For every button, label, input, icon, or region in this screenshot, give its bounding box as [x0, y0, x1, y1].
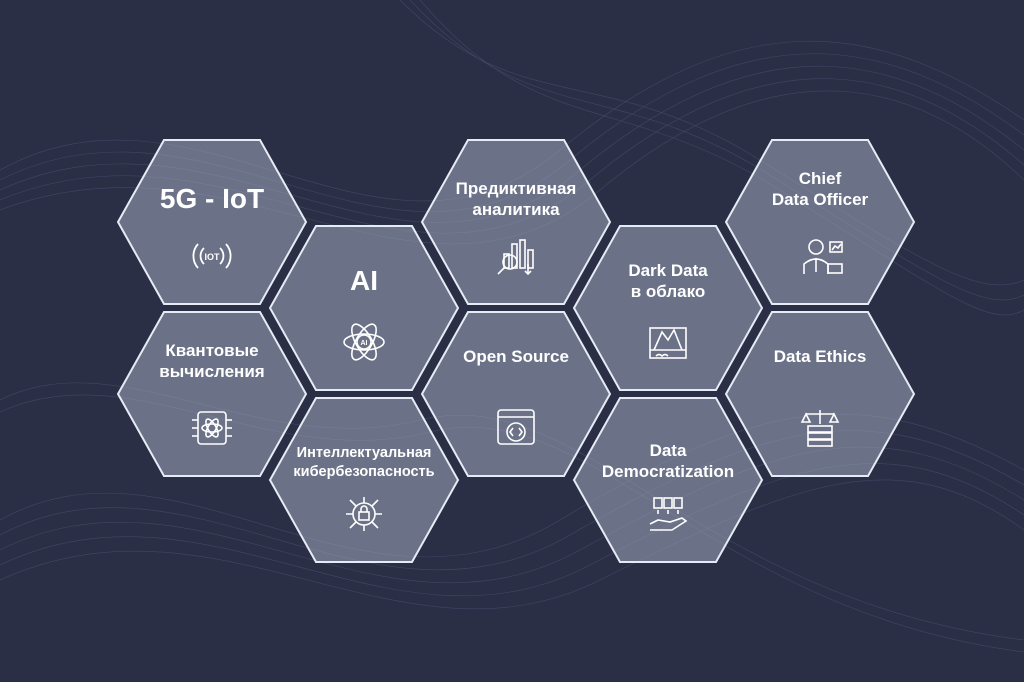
- hex-tile-chief-data-officer: Chief Data Officer: [724, 138, 916, 306]
- hex-tile-cybersecurity: Интеллектуальная кибербезопасность: [268, 396, 460, 564]
- hex-shape: [268, 397, 460, 563]
- hex-shape: [724, 139, 916, 305]
- scales-servers-icon: [796, 408, 844, 448]
- tile-label: Квантовые вычисления: [159, 341, 265, 381]
- officer-person-icon: [796, 236, 844, 276]
- data-sharing-hand-icon: [644, 494, 692, 534]
- hex-shape: [116, 139, 308, 305]
- iot-signal-icon: IOT: [188, 236, 236, 276]
- hex-shape: [420, 139, 612, 305]
- svg-text:IOT: IOT: [205, 252, 221, 262]
- hex-tile-dark-data: Dark Data в облако: [572, 224, 764, 392]
- code-window-icon: [492, 408, 540, 448]
- hex-shape: [420, 311, 612, 477]
- hex-tile-data-ethics: Data Ethics: [724, 310, 916, 478]
- tile-label: Dark Data в облако: [628, 261, 708, 301]
- hex-shape: [572, 397, 764, 563]
- analytics-chart-icon: [492, 236, 540, 276]
- tile-label: Предиктивная аналитика: [455, 179, 577, 219]
- lock-circuit-icon: [340, 494, 388, 534]
- hex-shape: [268, 225, 460, 391]
- tile-label: AI: [350, 265, 378, 296]
- tile-label: Data Ethics: [773, 347, 867, 366]
- quantum-chip-icon: [188, 408, 236, 448]
- tile-label: Data Democratization: [601, 441, 735, 481]
- ai-atom-icon: AI: [340, 322, 388, 362]
- hex-tile-ai: AI AI: [268, 224, 460, 392]
- tile-label: Open Source: [463, 347, 569, 366]
- hex-tile-quantum-computing: Квантовые вычисления: [116, 310, 308, 478]
- hex-tile-predictive-analytics: Предиктивная аналитика: [420, 138, 612, 306]
- iceberg-cloud-icon: [644, 322, 692, 362]
- hex-shape: [724, 311, 916, 477]
- svg-text:AI: AI: [361, 340, 368, 347]
- hex-tile-open-source: Open Source: [420, 310, 612, 478]
- hex-shape: [116, 311, 308, 477]
- tile-label: 5G - IoT: [159, 183, 265, 214]
- hex-tile-data-democratization: Data Democratization: [572, 396, 764, 564]
- tile-label: Интеллектуальная кибербезопасность: [293, 445, 435, 480]
- hex-shape: [572, 225, 764, 391]
- hex-tile-5g-iot: 5G - IoT IOT: [116, 138, 308, 306]
- tile-label: Chief Data Officer: [771, 169, 869, 209]
